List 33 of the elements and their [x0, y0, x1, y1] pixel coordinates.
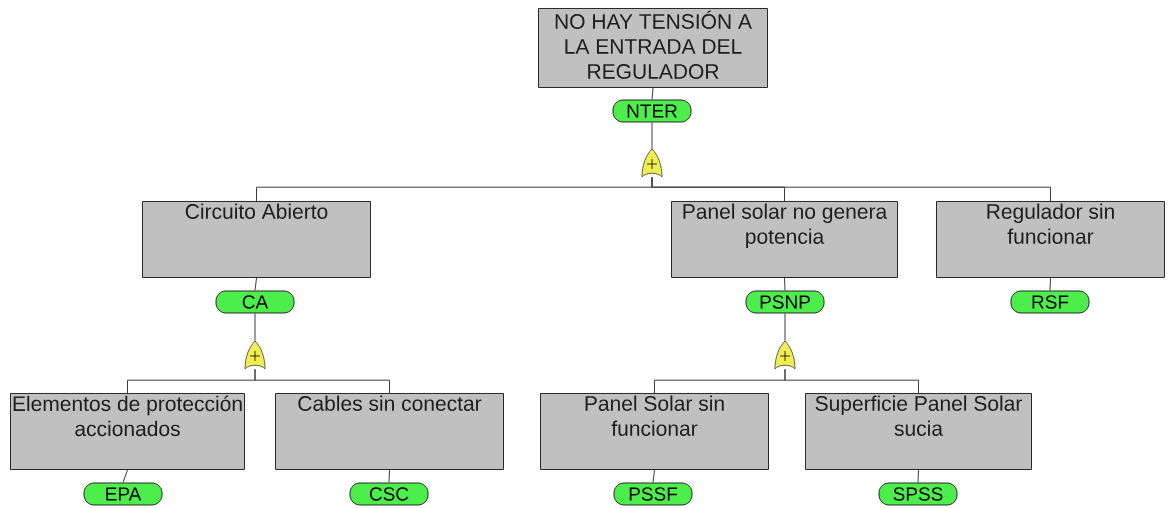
connector-line — [651, 176, 1051, 202]
event-box: Superficie Panel Solar sucia — [805, 393, 1032, 470]
connector-line — [917, 469, 919, 483]
or-gate — [774, 340, 796, 370]
event-box: Panel solar no genera potencia — [671, 201, 898, 278]
or-gate — [244, 340, 266, 370]
event-box: Panel Solar sin funcionar — [540, 393, 769, 470]
event-box: Circuito Abierto — [142, 201, 371, 278]
event-code: EPA — [83, 482, 163, 506]
connector-line — [651, 87, 654, 100]
event-code: SPSS — [878, 482, 958, 506]
connector-line — [651, 122, 653, 150]
event-box: Regulador sin funcionar — [936, 201, 1165, 278]
or-gate — [641, 148, 663, 178]
connector-line — [254, 313, 256, 342]
connector-line — [652, 469, 655, 483]
event-code: RSF — [1010, 290, 1090, 314]
event-box: NO HAY TENSIÓN A LA ENTRADA DEL REGULADOR — [538, 8, 768, 88]
event-code: PSSF — [613, 482, 693, 506]
event-box: Elementos de protección accionados — [10, 393, 245, 470]
connector-line — [784, 313, 786, 342]
event-code: CSC — [349, 482, 429, 506]
connector-line — [1049, 277, 1051, 291]
event-code: PSNP — [745, 290, 825, 314]
connector-line — [254, 277, 257, 291]
connector-line — [784, 368, 919, 394]
event-box: Cables sin conectar — [275, 393, 504, 470]
connector-line — [784, 277, 786, 291]
event-code: NTER — [612, 99, 692, 123]
connector-line — [254, 368, 390, 394]
event-code: CA — [215, 290, 295, 314]
connector-line — [122, 469, 128, 483]
connector-line — [388, 469, 390, 483]
